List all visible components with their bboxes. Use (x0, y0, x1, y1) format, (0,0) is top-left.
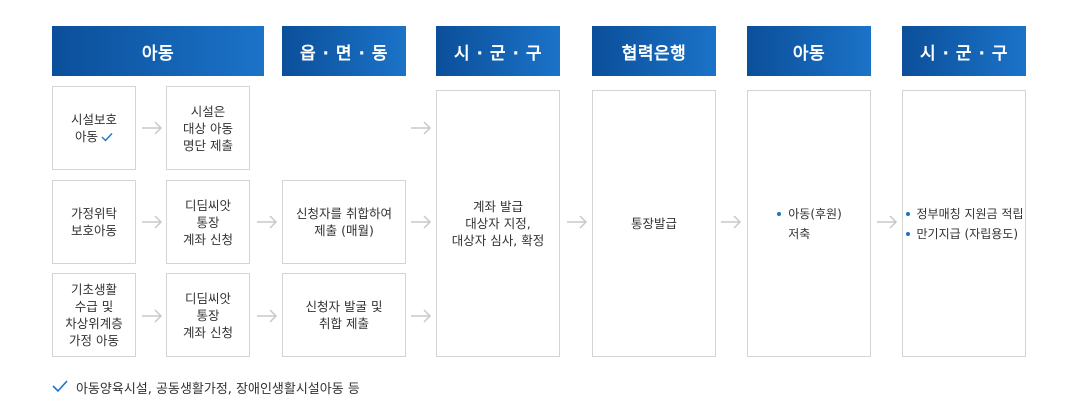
child-saving-label: 아동(후원) 저축 (788, 206, 842, 241)
arrow-icon (256, 309, 278, 323)
arrow-icon (410, 309, 432, 323)
child-type-basic-living: 기초생활 수급 및 차상위계층 가정 아동 (52, 273, 136, 357)
arrow-icon (256, 215, 278, 229)
step-gov-matching: 정부매칭 지원금 적립 만기지급 (자립용도) (902, 90, 1026, 357)
arrow-icon (410, 121, 432, 135)
gov-matching-label: 정부매칭 지원금 적립 (916, 206, 1024, 221)
step-discover-submit: 신청자 발굴 및 취합 제출 (282, 273, 406, 357)
step-facility-submit-list-label: 시설은 대상 아동 명단 제출 (183, 103, 233, 153)
list-item: 만기지급 (자립용도) (905, 224, 1024, 244)
step-account-apply-basic-label: 디딤씨앗 통장 계좌 신청 (183, 290, 233, 340)
header-si-gun-gu-2: 시 · 군 · 구 (902, 26, 1026, 76)
maturity-payment-label: 만기지급 (자립용도) (916, 226, 1019, 241)
child-type-basic-living-label: 기초생활 수급 및 차상위계층 가정 아동 (65, 282, 123, 348)
step-bankbook-issue: 통장발급 (592, 90, 716, 357)
header-partner-bank: 협력은행 (592, 26, 716, 76)
arrow-icon (141, 215, 163, 229)
child-type-facility-label: 시설보호 아동 (70, 111, 117, 144)
header-child-2: 아동 (747, 26, 871, 76)
gov-matching-list: 정부매칭 지원금 적립 만기지급 (자립용도) (905, 204, 1024, 244)
step-account-issue-review-label: 계좌 발급 대상자 지정, 대상자 심사, 확정 (451, 199, 545, 248)
arrow-icon (720, 215, 742, 229)
check-icon (52, 379, 68, 396)
child-type-foster: 가정위탁 보호아동 (52, 180, 136, 264)
footnote-text: 아동양육시설, 공동생활가정, 장애인생활시설아동 등 (76, 382, 360, 397)
child-type-facility: 시설보호 아동 (52, 86, 136, 170)
step-account-issue-review: 계좌 발급 대상자 지정, 대상자 심사, 확정 (436, 90, 560, 357)
step-discover-submit-label: 신청자 발굴 및 취합 제출 (305, 299, 383, 331)
header-child: 아동 (52, 26, 264, 76)
step-collect-monthly: 신청자를 취합하여 제출 (매월) (282, 180, 406, 264)
header-si-gun-gu: 시 · 군 · 구 (436, 26, 560, 76)
bullet-icon (905, 231, 910, 236)
check-icon (101, 129, 113, 146)
child-saving-list: 아동(후원) 저축 (776, 204, 842, 244)
step-bankbook-issue-label: 통장발급 (630, 216, 677, 231)
step-account-apply-foster-label: 디딤씨앗 통장 계좌 신청 (183, 197, 233, 247)
step-account-apply-foster: 디딤씨앗 통장 계좌 신청 (166, 180, 250, 264)
bullet-icon (777, 211, 782, 216)
step-collect-monthly-label: 신청자를 취합하여 제출 (매월) (296, 206, 392, 238)
list-item: 정부매칭 지원금 적립 (905, 204, 1024, 224)
child-type-foster-label: 가정위탁 보호아동 (70, 206, 117, 238)
step-child-saving: 아동(후원) 저축 (747, 90, 871, 357)
arrow-icon (566, 215, 588, 229)
arrow-icon (141, 309, 163, 323)
step-account-apply-basic: 디딤씨앗 통장 계좌 신청 (166, 273, 250, 357)
footnote: 아동양육시설, 공동생활가정, 장애인생활시설아동 등 (52, 378, 360, 397)
step-facility-submit-list: 시설은 대상 아동 명단 제출 (166, 86, 250, 170)
list-item: 아동(후원) 저축 (776, 204, 842, 244)
arrow-icon (876, 215, 898, 229)
arrow-icon (410, 215, 432, 229)
bullet-icon (905, 211, 910, 216)
header-eup-myeon-dong: 읍 · 면 · 동 (282, 26, 406, 76)
arrow-icon (141, 121, 163, 135)
